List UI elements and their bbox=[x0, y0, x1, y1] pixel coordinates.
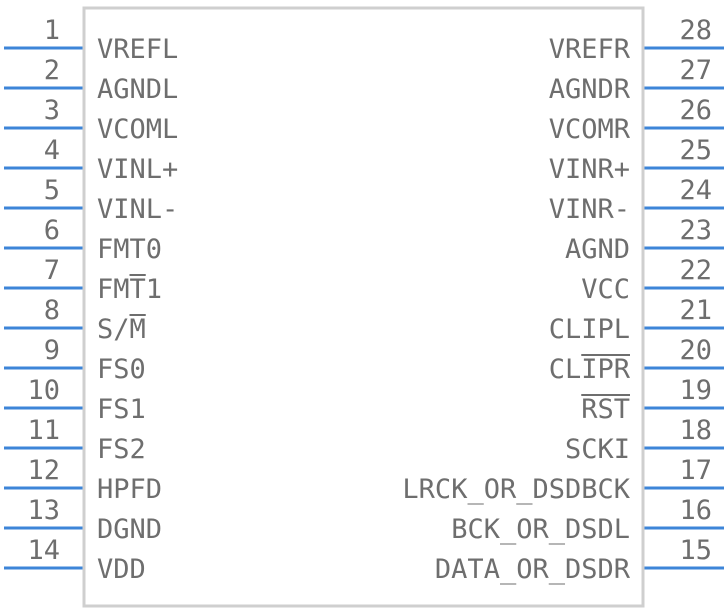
right-pin-number: 24 bbox=[679, 175, 712, 206]
left-pin-number: 13 bbox=[27, 495, 60, 526]
left-pin-label: VINL- bbox=[97, 194, 178, 225]
left-pin-number: 14 bbox=[27, 535, 60, 566]
left-pin-label: AGNDL bbox=[97, 74, 178, 105]
left-pin-label: S/M bbox=[97, 314, 146, 345]
right-pin-number: 25 bbox=[679, 135, 712, 166]
right-pin-number: 15 bbox=[679, 535, 712, 566]
right-pin-label: DATA_OR_DSDR bbox=[435, 554, 631, 585]
left-pin-number: 7 bbox=[44, 255, 60, 286]
right-pin-label: BCK_OR_DSDL bbox=[451, 514, 630, 545]
left-pin-label: VDD bbox=[97, 554, 146, 585]
right-pin-label: VINR+ bbox=[549, 154, 630, 185]
left-pin-number: 4 bbox=[44, 135, 60, 166]
left-pin-number: 9 bbox=[44, 335, 60, 366]
right-pin-label: AGND bbox=[565, 234, 630, 265]
left-pin-number: 1 bbox=[44, 15, 60, 46]
right-pin-number: 17 bbox=[679, 455, 712, 486]
component-body bbox=[82, 6, 645, 608]
left-pin-label: VREFL bbox=[97, 34, 178, 65]
right-pin-number: 20 bbox=[679, 335, 712, 366]
right-pin-number: 28 bbox=[679, 15, 712, 46]
right-pin-label: VINR- bbox=[549, 194, 630, 225]
left-pin-number: 11 bbox=[27, 415, 60, 446]
right-pin-label: VCOMR bbox=[549, 114, 631, 145]
right-pin-number: 19 bbox=[679, 375, 712, 406]
right-pin-number: 21 bbox=[679, 295, 712, 326]
left-pin-number: 10 bbox=[27, 375, 60, 406]
left-pin-label: FS0 bbox=[97, 354, 146, 385]
right-pin-number: 23 bbox=[679, 215, 712, 246]
right-pin-number: 27 bbox=[679, 55, 712, 86]
left-pin-label: FMT1 bbox=[97, 274, 162, 305]
right-pin-label: RST bbox=[581, 394, 630, 425]
pins-layer bbox=[4, 46, 724, 570]
right-pin-label: CLIPL bbox=[549, 314, 630, 345]
right-pin-label: LRCK_OR_DSDBCK bbox=[402, 474, 630, 505]
left-pin-label: HPFD bbox=[97, 474, 162, 505]
right-pin-label: VCC bbox=[581, 274, 630, 305]
right-pin-number: 26 bbox=[679, 95, 712, 126]
left-pin-number: 5 bbox=[44, 175, 60, 206]
left-pin-label: FMT0 bbox=[97, 234, 162, 265]
left-pin-number: 6 bbox=[44, 215, 60, 246]
right-pin-label: CLIPR bbox=[549, 354, 631, 385]
right-pin-number: 22 bbox=[679, 255, 712, 286]
left-pin-label: VCOML bbox=[97, 114, 178, 145]
left-pin-label: VINL+ bbox=[97, 154, 178, 185]
right-pin-number: 18 bbox=[679, 415, 712, 446]
left-pin-label: FS2 bbox=[97, 434, 146, 465]
left-pin-number: 2 bbox=[44, 55, 60, 86]
right-pin-label: VREFR bbox=[549, 34, 631, 65]
left-pin-label: DGND bbox=[97, 514, 162, 545]
left-pin-number: 12 bbox=[27, 455, 60, 486]
right-pin-number: 16 bbox=[679, 495, 712, 526]
left-pin-number: 3 bbox=[44, 95, 60, 126]
right-pin-label: SCKI bbox=[565, 434, 630, 465]
left-pin-number: 8 bbox=[44, 295, 60, 326]
left-pin-label: FS1 bbox=[97, 394, 146, 425]
right-pin-label: AGNDR bbox=[549, 74, 631, 105]
